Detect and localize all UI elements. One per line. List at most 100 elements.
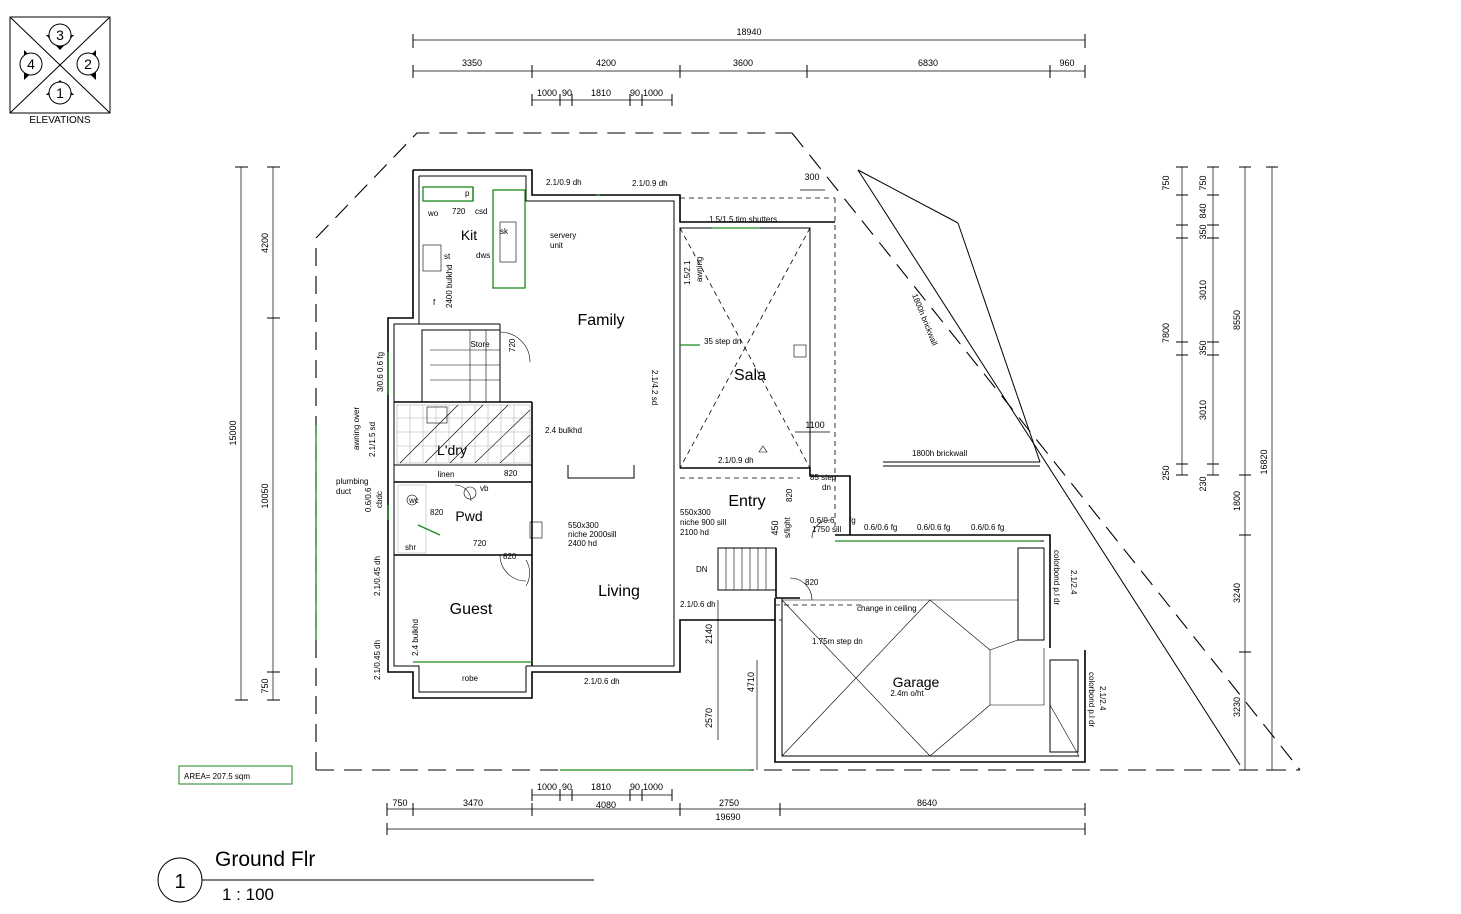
- elevation-caption: ELEVATIONS: [29, 115, 91, 126]
- label-fg: fg: [849, 516, 856, 525]
- elevation-4: 4: [27, 56, 35, 72]
- house-walls: [387, 169, 1086, 763]
- garage-door-1-type: colorbond p.l dr: [1052, 550, 1061, 605]
- label-shr: shr: [405, 543, 416, 552]
- room-store: Store: [470, 340, 490, 349]
- label-awning-over: awning over: [352, 407, 361, 450]
- label-2-1-1-5-sd: 2.1/1.5 sd: [368, 422, 377, 457]
- door-2-1-4-2-sd: 2.1/4.2 sd: [650, 370, 659, 405]
- window-fg-2: 0.6/0.6 fg: [917, 523, 950, 532]
- dim-top-seg-3: 3600: [733, 58, 753, 68]
- dim-bot-sub-1: 1000: [537, 782, 557, 792]
- window-awning-size: 1.5/2.1: [683, 260, 692, 285]
- label-p: p: [465, 189, 470, 198]
- dim-left-4200: 4200: [260, 233, 270, 253]
- area-box: AREA= 207.5 sqm: [178, 765, 293, 785]
- dim-bot-seg-5: 8640: [917, 798, 937, 808]
- room-linen: linen: [438, 470, 455, 479]
- garage-door-2-type: colorbond p.l dr: [1087, 672, 1096, 727]
- label-vb: vb: [480, 484, 489, 493]
- garage-door-2-size: 2.1/2.4: [1098, 686, 1107, 711]
- dim-2570: 2570: [704, 708, 714, 728]
- label-2400-bulkhd: 2400 bulkhd: [445, 264, 454, 308]
- garage-door-1-size: 2.1/2.4: [1069, 570, 1078, 595]
- dim-bot-seg-2: 3470: [463, 798, 483, 808]
- room-sala: Sala: [734, 367, 766, 384]
- sala-triangle-symbol: [758, 445, 768, 453]
- elevation-3: 3: [56, 27, 64, 43]
- view-title-text: Ground Flr: [215, 848, 315, 871]
- dim-1100-text: 1100: [805, 420, 824, 430]
- window-kit-1: 2.1/0.9 dh: [546, 178, 582, 187]
- window-fg-1: 0.6/0.6 fg: [864, 523, 897, 532]
- label-wo: wo: [427, 209, 439, 218]
- elevation-2: 2: [84, 56, 92, 72]
- dim-right-3240: 3240: [1232, 583, 1242, 603]
- label-slight-sill: 1750 sill: [812, 525, 842, 534]
- label-slight: s/light: [783, 516, 792, 538]
- right-dimensions: 7800 250 750 750 840 350 3010 350 3010 2…: [1161, 166, 1278, 771]
- room-ldry: L'dry: [437, 442, 467, 458]
- dim-top-overall: 18940: [736, 27, 761, 37]
- label-fg-0606: 0.6/0.6: [810, 516, 835, 525]
- label-servery-1: servery: [550, 231, 576, 240]
- window-shutters: 1.5/1.5 tim shutters: [709, 215, 777, 224]
- dim-top-sub-3: 1810: [591, 88, 611, 98]
- annotations: p wo 720 csd sk dws st f servery unit 24…: [336, 178, 1107, 727]
- label-fg-window: 3/0.6 0.6 fg: [376, 352, 385, 392]
- window-markers: [315, 194, 1040, 771]
- niche-2-size: 550x300: [680, 508, 711, 517]
- dim-right-840: 840: [1198, 203, 1208, 218]
- ceiling-lines: [679, 197, 1080, 757]
- label-cbdc-size: 0.6/0.6: [364, 487, 373, 512]
- dim-top-seg-4: 6830: [918, 58, 938, 68]
- label-store-720: 720: [508, 338, 517, 352]
- label-2-4-bulkhd: 2.4 bulkhd: [545, 426, 582, 435]
- label-st: st: [444, 252, 451, 261]
- dim-right-7800: 7800: [1161, 323, 1171, 343]
- label-720-csd: 720: [452, 207, 466, 216]
- dim-left-750: 750: [260, 678, 270, 693]
- dim-right-230: 230: [1198, 476, 1208, 491]
- niche-1-size: 550x300: [568, 521, 599, 530]
- label-35-step-dn: 35 step dn: [704, 337, 741, 346]
- window-awning-type: awning: [695, 257, 704, 282]
- room-living: Living: [598, 583, 640, 600]
- elevation-1: 1: [56, 85, 64, 101]
- label-pwd-820: 820: [430, 508, 444, 517]
- stair-hatch: [430, 330, 500, 402]
- sala-fireplace: [793, 344, 807, 358]
- dim-right-3010-a: 3010: [1198, 280, 1208, 300]
- door-swings: [406, 331, 831, 601]
- label-cbdc: cbdc: [375, 491, 384, 508]
- dim-1100: 1100: [795, 420, 830, 433]
- dim-right-350-b: 350: [1198, 340, 1208, 355]
- niche-2-sill: niche 900 sill: [680, 518, 726, 527]
- dim-300-text: 300: [804, 172, 819, 182]
- label-servery-2: unit: [550, 241, 564, 250]
- view-number: 1: [174, 871, 185, 893]
- area-text: AREA= 207.5 sqm: [184, 772, 250, 781]
- view-scale: 1 : 100: [222, 885, 274, 904]
- label-pwd-720: 720: [473, 539, 487, 548]
- window-sala: 2.1/0.9 dh: [718, 456, 754, 465]
- dim-2140: 2140: [704, 624, 714, 644]
- window-kit-2: 2.1/0.9 dh: [632, 179, 668, 188]
- dim-bot-sub-3: 1810: [591, 782, 611, 792]
- window-stair: 2.1/0.6 dh: [680, 600, 716, 609]
- dim-top-sub-2: 90: [562, 88, 572, 98]
- dim-bot-sub-5: 1000: [643, 782, 663, 792]
- dim-bot-seg-1: 750: [392, 798, 407, 808]
- internal-vertical-dims: 2140 2570 4710 450: [704, 520, 780, 770]
- room-kit: Kit: [461, 227, 477, 243]
- brickwall-label: 1800h brickwall: [912, 449, 967, 458]
- dim-top-seg-5: 960: [1059, 58, 1074, 68]
- niche-2-head: 2100 hd: [680, 528, 709, 537]
- dim-left-outer: 15000: [228, 420, 238, 445]
- window-living: 2.1/0.6 dh: [584, 677, 620, 686]
- room-garage: Garage: [893, 674, 940, 690]
- dim-right-750-a: 750: [1161, 175, 1171, 190]
- dim-top-sub-1: 1000: [537, 88, 557, 98]
- label-f: f: [433, 298, 436, 307]
- room-robe: robe: [462, 674, 479, 683]
